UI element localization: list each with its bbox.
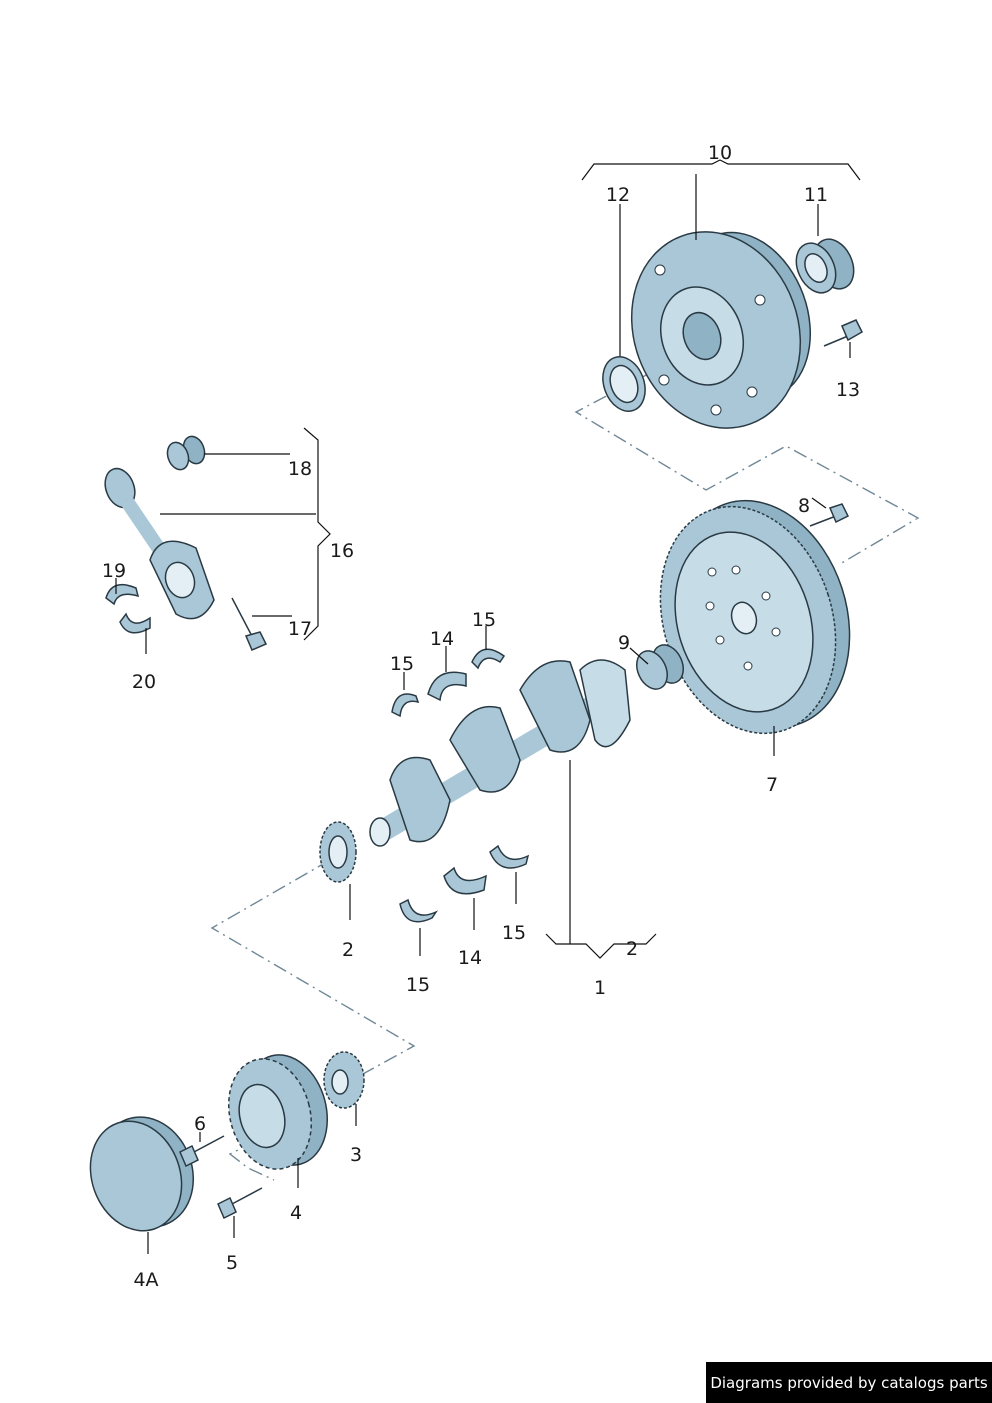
callout-4a: 4A (133, 1269, 158, 1291)
dual-mass-flywheel[interactable] (605, 208, 833, 452)
callout-3: 3 (350, 1144, 362, 1166)
upper-bearing-shell[interactable] (105, 583, 140, 606)
callout-4: 4 (290, 1202, 302, 1224)
cover-cap[interactable] (76, 1104, 209, 1244)
callout-15: 15 (472, 609, 496, 631)
callout-2: 2 (626, 938, 638, 960)
bearing-shell[interactable] (427, 671, 467, 702)
callout-15: 15 (502, 922, 526, 944)
leader-lines (115, 159, 861, 1254)
timing-sprocket[interactable] (323, 1051, 365, 1109)
callout-19: 19 (102, 560, 126, 582)
callout-6: 6 (194, 1113, 206, 1135)
callout-9: 9 (618, 632, 630, 654)
needle-bearing[interactable] (789, 233, 862, 299)
flywheel-bolt[interactable] (823, 319, 863, 347)
callout-14: 14 (430, 628, 454, 650)
assembly-line-flywheel (574, 371, 920, 565)
callout-16: 16 (330, 540, 354, 562)
thrust-washer[interactable] (471, 648, 506, 670)
callout-2: 2 (342, 939, 354, 961)
crankshaft[interactable] (369, 659, 631, 847)
thrust-washer[interactable] (489, 844, 530, 869)
callout-18: 18 (288, 458, 312, 480)
callout-12: 12 (606, 184, 630, 206)
lower-bearing-shell[interactable] (119, 612, 151, 634)
callout-5: 5 (226, 1252, 238, 1274)
connecting-rod[interactable] (100, 464, 215, 620)
thrust-washer[interactable] (399, 898, 439, 923)
callout-8: 8 (798, 495, 810, 517)
bearing-shell[interactable] (443, 866, 487, 895)
flywheel-mount-bolt[interactable] (809, 503, 850, 527)
callout-20: 20 (132, 671, 156, 693)
small-end-bushing[interactable] (164, 433, 208, 472)
pulley-bolt[interactable] (179, 1135, 225, 1168)
flywheel[interactable] (632, 478, 877, 757)
callout-14: 14 (458, 947, 482, 969)
callout-15: 15 (390, 653, 414, 675)
rod-bolt[interactable] (231, 597, 268, 651)
pulley-mount-bolt[interactable] (217, 1187, 263, 1220)
callout-13: 13 (836, 379, 860, 401)
seal-ring[interactable] (596, 351, 653, 417)
callout-10: 10 (708, 142, 732, 164)
crankshaft-sprocket[interactable] (319, 821, 357, 883)
callout-15: 15 (406, 974, 430, 996)
thrust-washer[interactable] (391, 693, 420, 718)
callout-17: 17 (288, 618, 312, 640)
callout-11: 11 (804, 184, 828, 206)
assembly-line-pulley (210, 859, 416, 1093)
callout-7: 7 (766, 774, 778, 796)
credit-badge: Diagrams provided by catalogs parts (706, 1362, 992, 1403)
vibration-damper-pulley[interactable] (217, 1046, 339, 1179)
callout-1: 1 (594, 977, 606, 999)
